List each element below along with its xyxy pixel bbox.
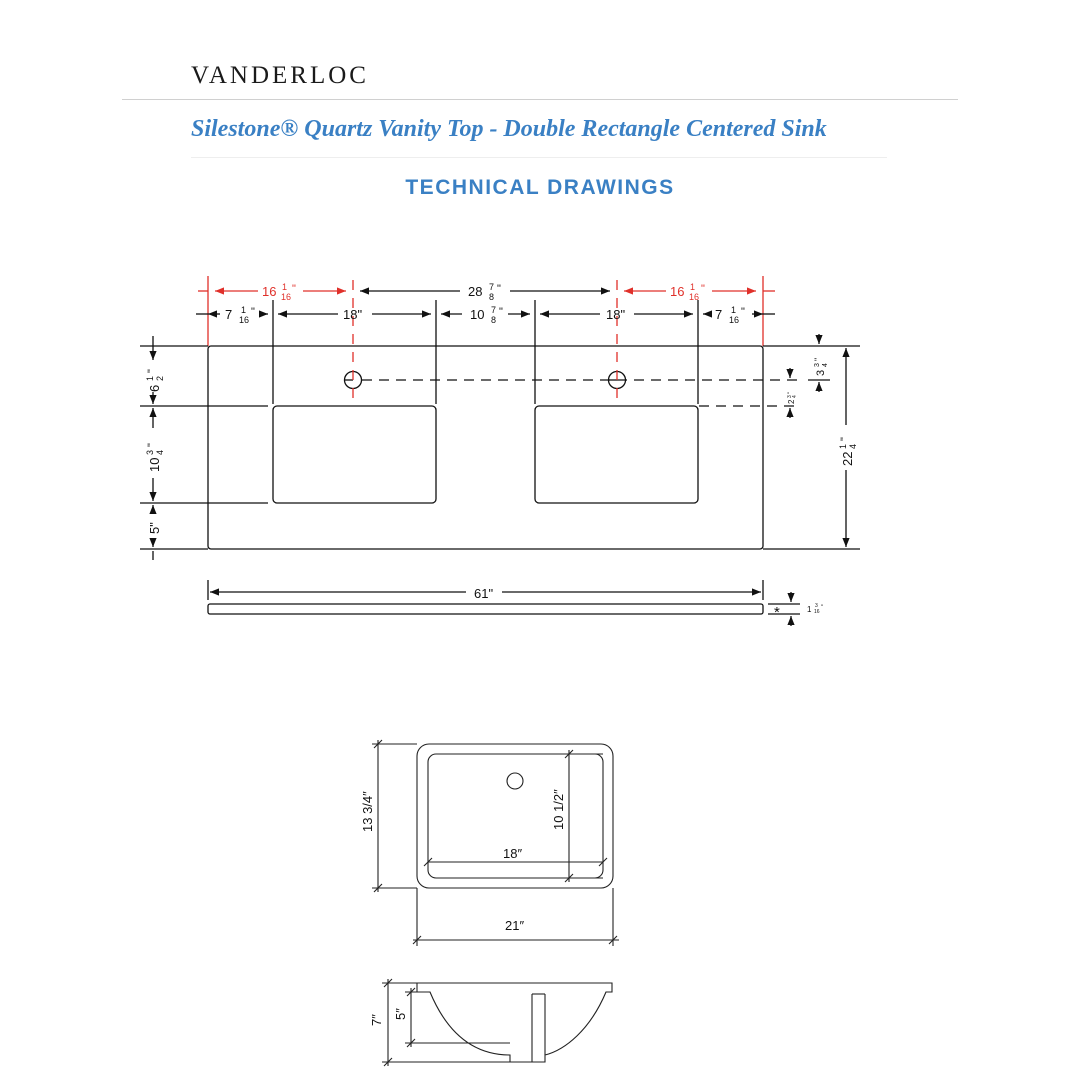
svg-text:10: 10 [470, 307, 484, 322]
drain-icon [506, 772, 524, 790]
sink-plan-labels: 13 3/4″ 10 1/2″ 18″ 21″ [360, 789, 566, 933]
dim-right-edge-to-center: 16 1 16 " [670, 282, 705, 302]
brand-logo: VANDERLOC [191, 62, 369, 89]
dim-inner-width: 18″ [503, 846, 522, 861]
svg-text:": " [741, 306, 745, 318]
svg-text:8: 8 [489, 292, 494, 302]
dim-outer-depth: 13 3/4″ [360, 791, 375, 832]
sink-outer-rim [416, 743, 614, 889]
dim-left-margin: 7 1 16 " [225, 305, 255, 325]
svg-text:3: 3 [787, 395, 793, 398]
sink-profile-labels: 7″ 5″ [369, 1008, 408, 1026]
svg-text:8: 8 [491, 315, 496, 325]
countertop-outline [207, 345, 764, 550]
dim-front-margin: 5" [147, 522, 162, 534]
sink-right-cutout [534, 405, 699, 504]
svg-text:10: 10 [147, 458, 162, 472]
svg-text:1: 1 [731, 305, 736, 315]
svg-text:": " [788, 392, 794, 394]
svg-text:7: 7 [225, 307, 232, 322]
sink-plan-view [372, 739, 619, 946]
title-divider [191, 157, 887, 158]
svg-text:16: 16 [262, 284, 276, 299]
sink-left-cutout [272, 405, 437, 504]
svg-text:6: 6 [147, 385, 162, 392]
dim-sink-width-left: 18" [343, 307, 362, 322]
section-heading: TECHNICAL DRAWINGS [405, 176, 675, 199]
top-view [140, 276, 860, 560]
dim-total-width: 61" [474, 586, 493, 601]
sink-bowl-profile [416, 982, 613, 1063]
svg-text:3: 3 [814, 363, 821, 367]
dim-total-height: 7″ [369, 1014, 384, 1026]
svg-text:2: 2 [155, 376, 165, 381]
svg-text:4: 4 [848, 444, 858, 449]
dim-inner-depth: 10 1/2″ [551, 789, 566, 830]
svg-text:": " [251, 306, 255, 318]
svg-text:": " [839, 437, 851, 441]
svg-text:7: 7 [491, 305, 496, 315]
dim-sink-depth: 10 3 4 " [145, 443, 165, 472]
dim-sink-width-right: 18" [606, 307, 625, 322]
svg-text:1: 1 [241, 305, 246, 315]
side-view [207, 580, 800, 626]
product-title: Silestone® Quartz Vanity Top - Double Re… [191, 116, 827, 142]
svg-text:7: 7 [715, 307, 722, 322]
side-view-labels: 61" * 1 3 16 " [474, 586, 823, 621]
dim-between-sinks: 10 7 8 " [470, 305, 503, 325]
svg-text:2: 2 [787, 399, 796, 404]
svg-text:4: 4 [792, 395, 798, 398]
svg-text:4: 4 [822, 363, 829, 367]
svg-text:3: 3 [815, 370, 827, 376]
sink-profile-view [382, 978, 613, 1067]
svg-text:": " [821, 605, 823, 611]
svg-text:22: 22 [840, 452, 855, 466]
svg-text:1: 1 [690, 282, 695, 292]
dim-back-to-sink: 6 1 2 " [145, 369, 165, 392]
svg-text:16: 16 [670, 284, 684, 299]
svg-text:3: 3 [145, 450, 155, 455]
header-divider [122, 99, 958, 100]
dim-bowl-depth: 5″ [393, 1008, 408, 1020]
slab-profile [207, 603, 764, 615]
dim-outer-width: 21″ [505, 918, 524, 933]
svg-text:16: 16 [814, 609, 820, 615]
svg-text:5": 5" [147, 522, 162, 534]
dim-thickness: 1 3 16 " [807, 603, 823, 615]
dim-left-edge-to-center: 16 1 16 " [262, 282, 296, 302]
svg-text:16: 16 [281, 292, 291, 302]
svg-text:": " [146, 443, 158, 447]
svg-text:": " [497, 283, 501, 295]
svg-text:": " [146, 369, 158, 373]
asterisk-note: * [774, 604, 780, 621]
dim-center-to-center: 28 7 8 " [468, 282, 501, 302]
svg-text:": " [292, 283, 296, 295]
svg-text:1: 1 [838, 444, 848, 449]
dim-faucet-from-back: 3 3 4 " [813, 358, 829, 376]
dim-right-margin: 7 1 16 " [715, 305, 745, 325]
svg-text:4: 4 [155, 450, 165, 455]
svg-text:16: 16 [239, 315, 249, 325]
svg-text:16: 16 [689, 292, 699, 302]
svg-text:28: 28 [468, 284, 482, 299]
svg-text:1: 1 [145, 376, 155, 381]
svg-text:": " [813, 358, 823, 361]
dim-total-depth: 22 1 4 " [838, 437, 858, 466]
svg-text:16: 16 [729, 315, 739, 325]
svg-text:3: 3 [815, 603, 818, 609]
svg-text:7: 7 [489, 282, 494, 292]
svg-text:": " [701, 283, 705, 295]
sink-inner-bowl [427, 753, 604, 879]
svg-text:1: 1 [807, 605, 812, 614]
top-view-labels: 16 1 16 " 28 7 8 " 16 1 16 " 7 1 16 " 18… [145, 282, 858, 534]
svg-text:1: 1 [282, 282, 287, 292]
svg-text:": " [499, 306, 503, 318]
dim-faucet-to-sink: 2 3 4 " [787, 392, 798, 404]
